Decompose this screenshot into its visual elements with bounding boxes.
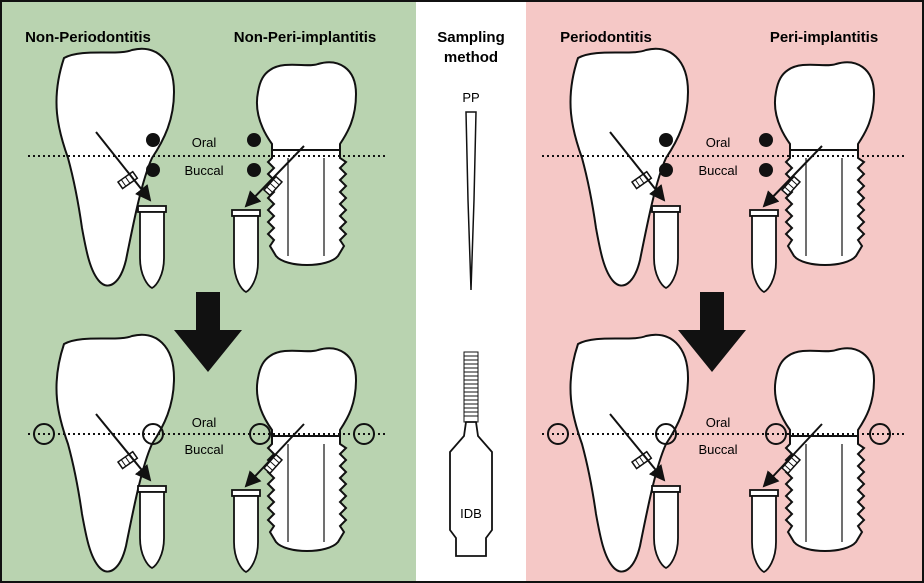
dental-implant-icon bbox=[257, 62, 356, 265]
header-method: method bbox=[444, 49, 498, 66]
header-periodontitis: Periodontitis bbox=[560, 29, 652, 46]
buccal-site-dot bbox=[659, 163, 673, 177]
oral-site-dot bbox=[759, 133, 773, 147]
buccal-site-dot bbox=[247, 163, 261, 177]
buccal-label: Buccal bbox=[184, 442, 223, 457]
oral-label: Oral bbox=[706, 415, 731, 430]
sample-tube-icon bbox=[138, 206, 166, 288]
sample-tube-icon bbox=[138, 486, 166, 568]
sample-tube-icon bbox=[652, 486, 680, 568]
header-non-periodontitis: Non-Periodontitis bbox=[25, 29, 151, 46]
oral-site-dot bbox=[659, 133, 673, 147]
paper-point-label: PP bbox=[462, 90, 479, 105]
brush-label: IDB bbox=[460, 506, 482, 521]
header-sampling: Sampling bbox=[437, 29, 505, 46]
sample-tube-icon bbox=[232, 210, 260, 292]
buccal-label: Buccal bbox=[698, 442, 737, 457]
oral-label: Oral bbox=[192, 415, 217, 430]
header-non-peri-implantitis: Non-Peri-implantitis bbox=[234, 29, 377, 46]
oral-site-dot bbox=[146, 133, 160, 147]
oral-label: Oral bbox=[192, 135, 217, 150]
header-peri-implantitis: Peri-implantitis bbox=[770, 29, 878, 46]
sample-tube-icon bbox=[750, 210, 778, 292]
dental-implant-icon bbox=[775, 62, 874, 265]
buccal-label: Buccal bbox=[184, 163, 223, 178]
dental-implant-icon bbox=[775, 348, 874, 551]
dental-implant-icon bbox=[257, 348, 356, 551]
oral-label: Oral bbox=[706, 135, 731, 150]
buccal-site-dot bbox=[146, 163, 160, 177]
sample-tube-icon bbox=[750, 490, 778, 572]
sample-tube-icon bbox=[652, 206, 680, 288]
sample-tube-icon bbox=[232, 490, 260, 572]
buccal-label: Buccal bbox=[698, 163, 737, 178]
buccal-site-dot bbox=[759, 163, 773, 177]
oral-site-dot bbox=[247, 133, 261, 147]
